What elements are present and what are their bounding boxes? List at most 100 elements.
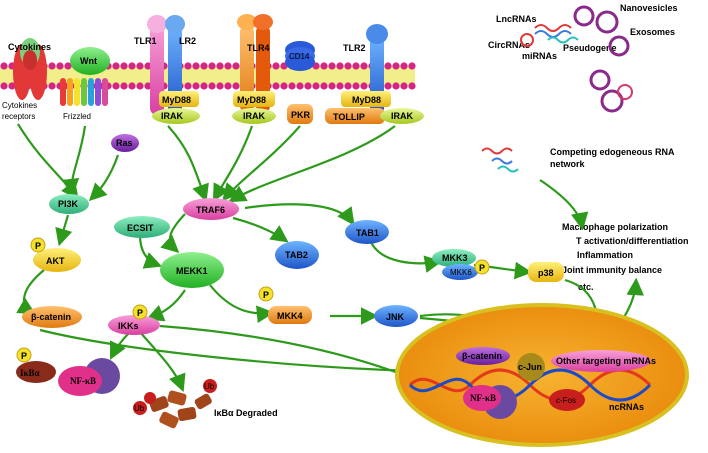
svg-text:P: P: [137, 308, 143, 318]
svg-text:NF-κB: NF-κB: [70, 376, 96, 386]
myd88-box-3: MyD88: [341, 91, 391, 107]
svg-text:JNK: JNK: [386, 312, 405, 322]
arrow-frizzled-pi3k: [61, 125, 87, 197]
nucleus-other-mrnas: Other targeting mRNAs: [551, 350, 656, 372]
rna-strands-icon: [520, 24, 579, 47]
nucleus-cjun: c-Jun: [517, 353, 545, 381]
nanovesicles-label: Nanovesicles: [620, 3, 678, 13]
nucleus: β-catenin c-Jun Other targeting mRNAs NF…: [395, 303, 689, 447]
mirnas-label: miRNAs: [522, 51, 557, 61]
tab2-node: TAB2: [275, 241, 319, 269]
arrow-mekk1-mkk4: [209, 284, 275, 324]
svg-text:IRAK: IRAK: [391, 111, 413, 121]
nucleus-cfos: c-Fos: [549, 389, 585, 411]
tab1-node: TAB1: [345, 220, 389, 244]
ikba-degraded-label: IκBα Degraded: [214, 408, 278, 418]
arrow-cerna-outcomes: [539, 179, 589, 231]
phospho-badge-mkk6: P: [474, 259, 490, 275]
lr2-label: LR2: [179, 36, 196, 46]
vesicles-icon: [573, 5, 633, 113]
svg-text:MKK4: MKK4: [277, 311, 303, 321]
svg-text:NF-κB: NF-κB: [470, 393, 496, 403]
arrow-ecsit-mekk1: [138, 234, 163, 269]
svg-text:MyD88: MyD88: [352, 95, 381, 105]
arrow-ras-pi3k: [88, 154, 120, 202]
cytokines-label: Cytokines: [8, 42, 51, 52]
phospho-badge-ikba: P: [16, 347, 32, 363]
tlr4-label: TLR4: [247, 43, 270, 53]
cerna-icon: [481, 147, 519, 173]
cd14-coreceptor: [285, 41, 315, 71]
arrow-traf6-tab1: [244, 203, 355, 226]
irak-box-3: IRAK: [380, 108, 424, 124]
svg-text:P: P: [479, 263, 485, 273]
myd88-box-2: MyD88: [233, 91, 275, 107]
irak-box-2: IRAK: [232, 108, 276, 124]
ub-label-1: Ub: [134, 404, 145, 413]
arrow-irak2-traf6: [212, 125, 254, 202]
irak-box-1: IRAK: [152, 108, 200, 124]
arrow-mekk1-ikks: [145, 289, 186, 322]
exosomes-label: Exosomes: [630, 27, 675, 37]
phospho-badge-akt: P: [30, 237, 46, 253]
cytokines-receptors-label-2: receptors: [2, 112, 35, 121]
circrnas-label: CircRNAs: [488, 40, 530, 50]
akt-node: AKT: [33, 248, 81, 272]
tlr2-label: TLR2: [343, 43, 366, 53]
traf6-node: TRAF6: [183, 198, 239, 220]
svg-text:ECSIT: ECSIT: [127, 223, 154, 233]
myd88-box-1: MyD88: [159, 91, 199, 107]
outcome-item: Inflammation: [577, 250, 633, 260]
svg-text:P: P: [263, 290, 269, 300]
svg-text:MyD88: MyD88: [162, 95, 191, 105]
svg-text:IκBα: IκBα: [20, 368, 40, 378]
svg-text:β-catenin: β-catenin: [462, 351, 502, 361]
ikba-degraded-fragments: Ub Ub: [133, 379, 217, 429]
outcome-item: Joint immunity balance: [562, 265, 662, 275]
bcatenin-node: β-catenin: [22, 306, 82, 328]
arrow-akt-bcatenin: [16, 269, 45, 315]
cytokines-receptors-label-1: Cytokines: [2, 101, 37, 110]
ikks-node: IKKs: [108, 315, 160, 335]
arrow-pi3k-akt: [55, 214, 73, 247]
ub-label-2: Ub: [204, 382, 215, 391]
svg-text:β-catenin: β-catenin: [31, 312, 71, 322]
phospho-badge-ikks: P: [132, 304, 148, 320]
nucleus-nfkb: NF-κB: [463, 385, 517, 419]
cerna-label-2: network: [550, 159, 586, 169]
wnt-ligand: [70, 47, 110, 75]
ikba-nfkb-complex: IκBα NF-κB: [16, 358, 120, 396]
svg-text:AKT: AKT: [46, 256, 65, 266]
arrow-tab1-mkk3: [368, 239, 443, 273]
mkk3-node: MKK3: [432, 249, 476, 267]
mkk4-node: MKK4: [268, 306, 312, 324]
arrow-cytokine-pi3k: [17, 123, 79, 200]
outcome-item: Macrophage polarization: [562, 222, 668, 232]
tlr1-label: TLR1: [134, 36, 157, 46]
p38-node: p38: [528, 262, 564, 282]
ncrnas-label: ncRNAs: [609, 402, 644, 412]
arrow-irak1-traf6: [167, 125, 209, 203]
pkr-box: PKR: [287, 104, 313, 124]
svg-text:TAB1: TAB1: [356, 228, 379, 238]
arrow-ikks-degraded: [139, 331, 186, 393]
svg-text:c-Jun: c-Jun: [518, 362, 542, 372]
wnt-label: Wnt: [80, 56, 97, 66]
outcome-item: etc.: [578, 282, 594, 292]
mkk6-node: MKK6: [442, 264, 478, 280]
phospho-badge-mkk4: P: [258, 286, 274, 302]
arrow-traf6-tab2: [232, 216, 289, 243]
svg-text:IKKs: IKKs: [118, 321, 139, 331]
svg-text:PKR: PKR: [291, 110, 311, 120]
ras-node: Ras: [111, 134, 139, 152]
svg-text:TRAF6: TRAF6: [196, 205, 225, 215]
svg-text:Ras: Ras: [116, 138, 133, 148]
svg-text:TOLLIP: TOLLIP: [333, 112, 365, 122]
svg-text:TAB2: TAB2: [285, 250, 308, 260]
tollip-box: TOLLIP: [325, 108, 385, 124]
ecsit-node: ECSIT: [114, 216, 170, 238]
outcome-item: T activation/differentiation: [576, 236, 689, 246]
svg-text:p38: p38: [538, 268, 554, 278]
svg-text:c-Fos: c-Fos: [556, 396, 576, 405]
